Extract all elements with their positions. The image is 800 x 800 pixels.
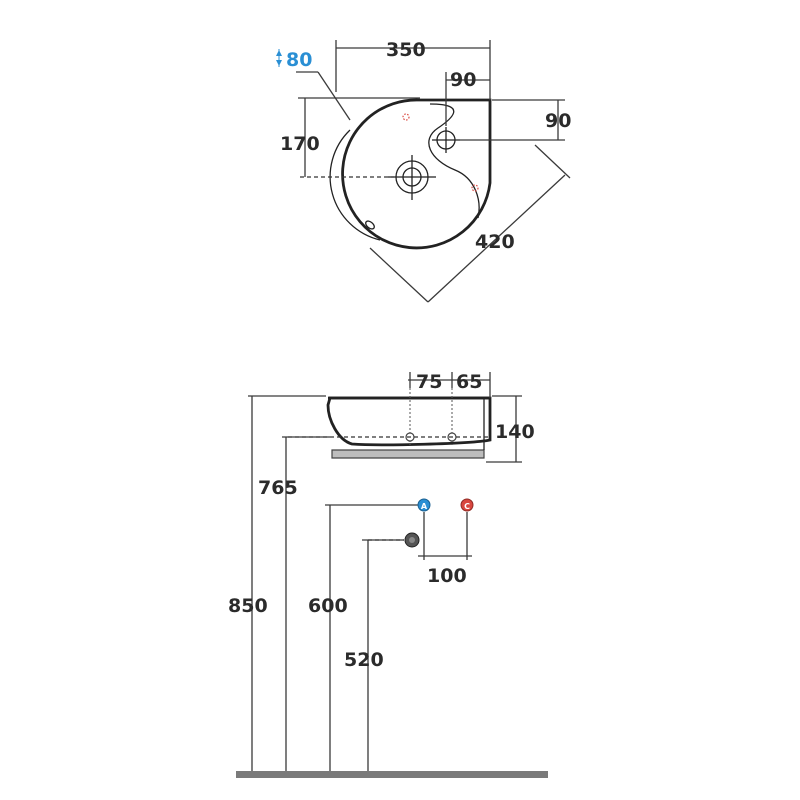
cold-water-connection: A bbox=[417, 498, 431, 512]
dim-width-350: 350 bbox=[386, 39, 426, 61]
dim-diagonal-420: 420 bbox=[475, 231, 515, 253]
dim-height-140: 140 bbox=[495, 421, 535, 443]
dim-supply-600: 600 bbox=[308, 595, 348, 617]
dim-rim-765: 765 bbox=[258, 477, 298, 499]
dim-total-850: 850 bbox=[228, 595, 268, 617]
basin-outline-side bbox=[326, 396, 492, 447]
dim-depth-80: 80 bbox=[286, 49, 312, 71]
floor-line bbox=[236, 771, 548, 778]
basin-inner-curve bbox=[329, 129, 381, 241]
basin-outline-top bbox=[341, 98, 492, 250]
top-view: 350 80 90 90 170 420 bbox=[276, 39, 571, 303]
depth-indicator: 80 bbox=[276, 49, 351, 121]
dim-left-170: 170 bbox=[280, 133, 320, 155]
svg-text:A: A bbox=[421, 502, 428, 511]
svg-text:C: C bbox=[464, 502, 470, 511]
side-view: 75 65 140 850 765 600 520 A C bbox=[228, 371, 548, 778]
dim-tap-65: 65 bbox=[456, 371, 482, 393]
tap-deck-curve bbox=[428, 103, 480, 219]
dim-spacing-100: 100 bbox=[427, 565, 467, 587]
tap-hole bbox=[432, 127, 460, 153]
hot-water-connection: C bbox=[460, 498, 474, 512]
dim-tap-75: 75 bbox=[416, 371, 442, 393]
drain-hole bbox=[388, 155, 436, 200]
dim-right-90: 90 bbox=[545, 110, 571, 132]
overflow-hole bbox=[365, 220, 375, 230]
basin-ledge bbox=[331, 449, 485, 459]
hot-marker-2 bbox=[471, 184, 479, 192]
dim-drain-520: 520 bbox=[344, 649, 384, 671]
hot-marker-1 bbox=[402, 113, 410, 121]
dim-offset-90-top: 90 bbox=[450, 69, 476, 91]
